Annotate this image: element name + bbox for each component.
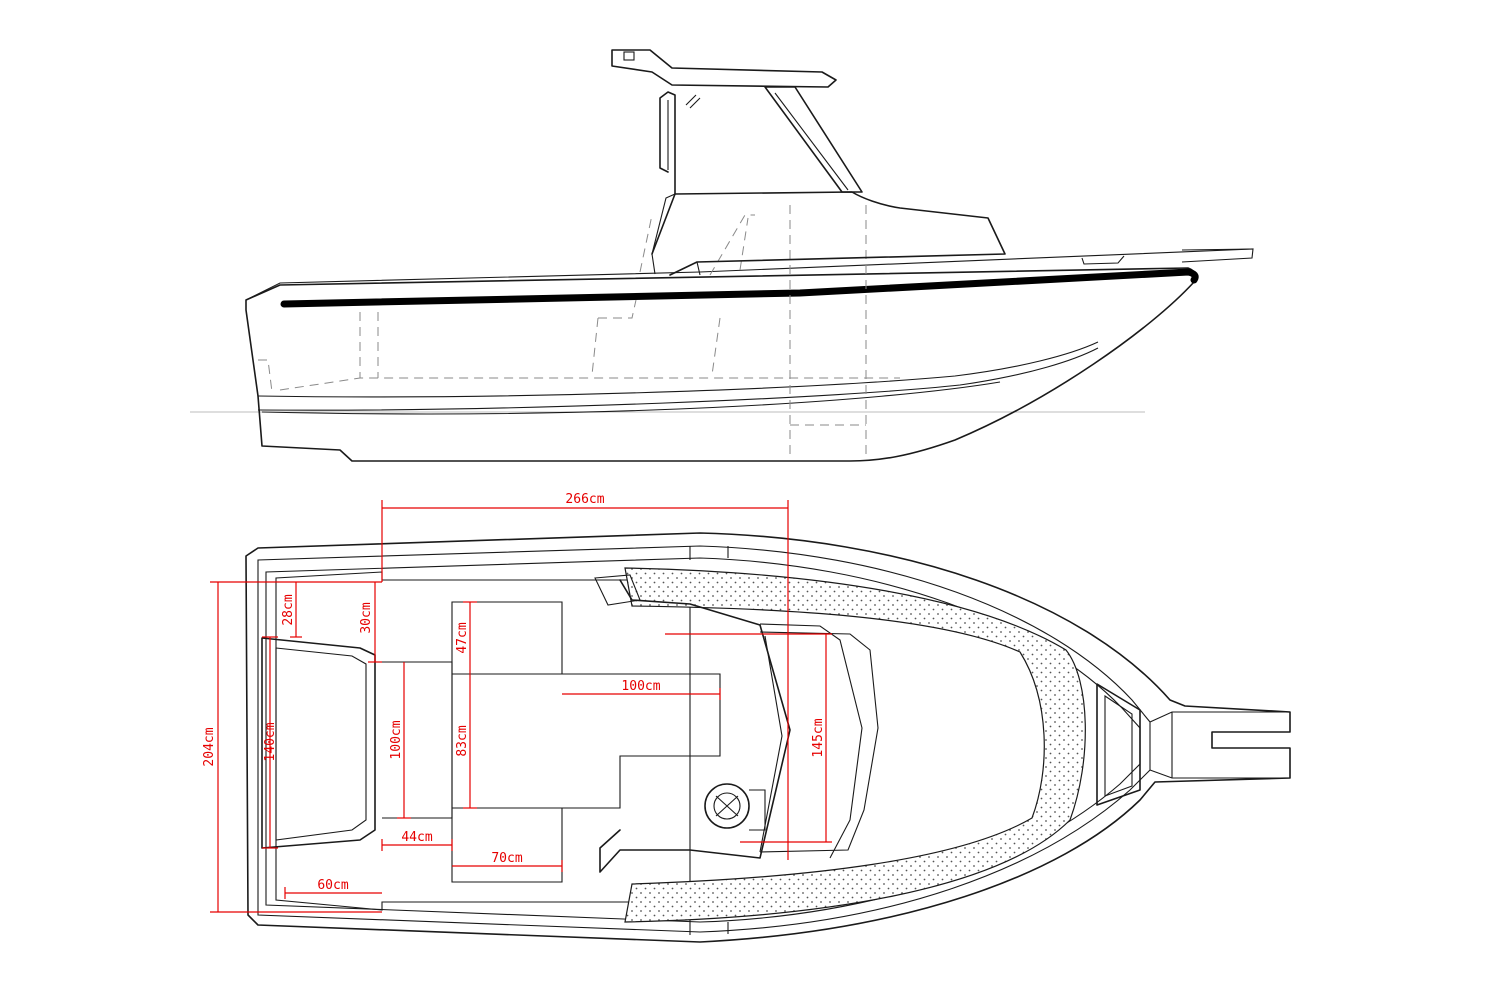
plan-bow-fitting [1149,711,1290,779]
dim-70: 70cm [452,851,563,872]
forward-bench [759,631,879,853]
plan-outer-hull [245,532,1291,943]
console-side [759,635,783,853]
dim-text-70: 70cm [491,851,522,866]
transom-well [261,637,376,849]
windshield-glare [685,94,701,109]
dim-60: 60cm [284,878,382,899]
dim-text-47: 47cm [455,622,470,653]
dim-text-266: 266cm [565,492,604,507]
dim-100-vertical: 100cm [389,662,411,819]
dim-100-horizontal: 100cm [562,679,721,700]
dim-text-100-vertical: 100cm [389,720,404,759]
console-front [651,193,676,275]
anchor-locker-inner [1104,694,1133,797]
steering-wheel-icon [704,783,766,831]
dim-83: 83cm [455,674,477,809]
chine-line [257,341,1099,398]
side-profile-view [190,49,1254,462]
spray-rail-line [257,347,1099,411]
dimension-layer: 266cm 204cm 140cm 28cm 30cm [202,492,832,913]
dim-text-60: 60cm [317,878,348,893]
transom-well-inner [275,647,367,841]
dim-text-44: 44cm [401,830,432,845]
dim-text-28: 28cm [281,594,296,625]
dim-28: 28cm [281,582,302,638]
dim-text-100-horizontal: 100cm [621,679,660,694]
dim-266: 266cm [381,492,789,860]
console-panel [696,261,701,276]
center-seat-block [451,601,721,883]
windshield-inner [774,92,849,191]
console-cabin [651,191,1006,276]
dim-140: 140cm [262,636,278,849]
dim-44: 44cm [381,830,453,851]
radar-box [623,51,635,61]
dim-145: 145cm [665,633,832,843]
anchor-locker [1096,683,1141,806]
strake-line [261,381,1001,415]
plan-inner-deck [275,571,691,911]
rub-rail [280,268,1199,308]
dim-text-204: 204cm [202,727,217,766]
windshield [764,86,863,193]
forward-bench-back [759,623,863,859]
dim-text-30: 30cm [359,602,374,633]
dim-47: 47cm [455,601,477,674]
deck-line [245,248,1254,301]
hidden-lines [258,205,900,460]
hardtop-frame-aft [659,91,676,195]
dim-30: 30cm [359,582,382,663]
hardtop-roof [611,49,837,88]
dim-text-145: 145cm [811,718,826,757]
foredeck-rail [1181,248,1254,251]
bow-hatch [1081,255,1125,265]
nonslip-deck [624,567,1086,923]
console-top [594,574,641,606]
plan-console [599,579,791,873]
plan-rail-markers [689,546,729,935]
dim-text-83: 83cm [455,725,470,756]
dim-text-140: 140cm [263,722,278,761]
dim-204: 204cm [202,581,382,913]
